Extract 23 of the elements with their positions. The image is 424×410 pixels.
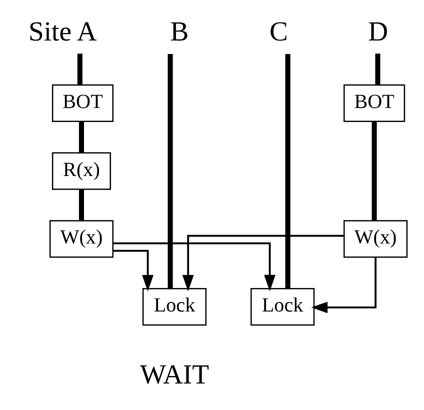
node-box: W(x)	[343, 220, 408, 258]
node-box: W(x)	[48, 220, 114, 258]
connector	[374, 54, 380, 85]
arrow	[112, 242, 275, 292]
connector	[76, 54, 82, 85]
node-text: B	[170, 16, 188, 46]
node-box: R(x)	[51, 152, 111, 190]
node-text: Site A	[28, 16, 96, 46]
arrow	[112, 250, 153, 292]
label: WAIT	[139, 358, 209, 390]
node-box: BOT	[51, 84, 114, 122]
connector	[371, 122, 376, 220]
node-text: C	[269, 16, 288, 46]
node-box: Lock	[250, 288, 314, 326]
node-text: D	[368, 16, 388, 46]
connector	[78, 190, 84, 220]
node-box: Lock	[142, 288, 206, 326]
connector	[167, 54, 172, 289]
arrow	[310, 257, 376, 314]
connector	[284, 54, 290, 289]
arrow	[182, 234, 344, 292]
node-box: BOT	[343, 84, 405, 122]
connector	[78, 122, 84, 153]
